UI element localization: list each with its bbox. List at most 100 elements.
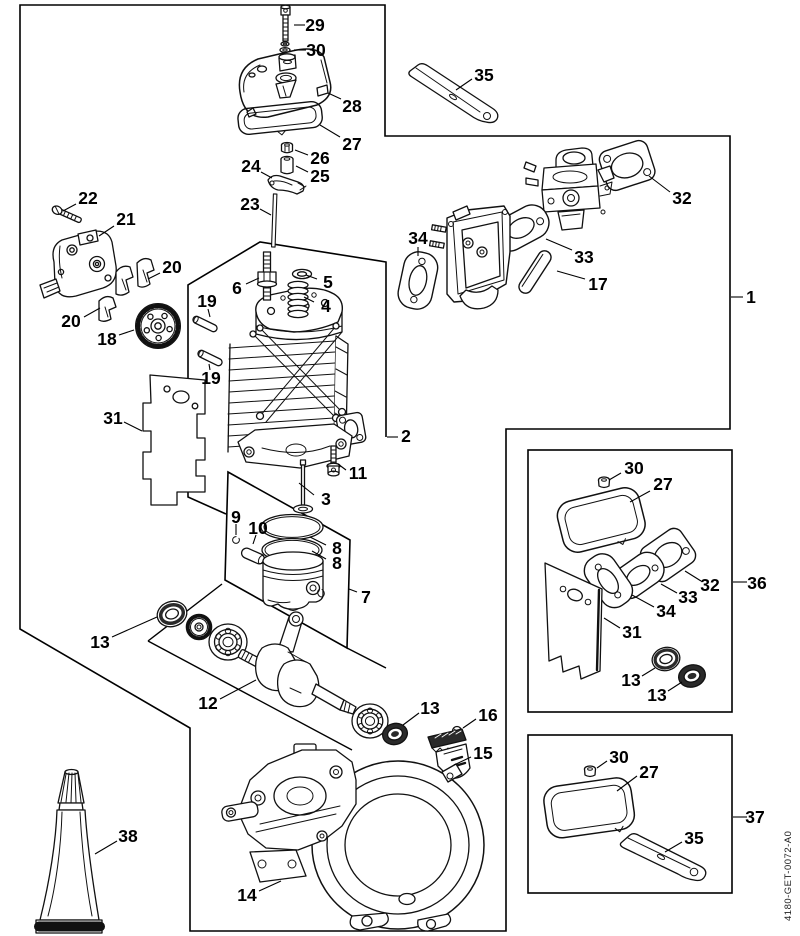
callout-33-leader (545, 238, 573, 251)
frame-main-assembly (19, 4, 731, 932)
callout-27-label: 27 (653, 474, 672, 494)
crankshaft-parts (156, 600, 471, 779)
gasket-31b-drawing (544, 562, 603, 680)
callout-15-label: 15 (473, 743, 493, 763)
callout-30-label: 30 (306, 40, 326, 60)
callout-19-leader (208, 363, 211, 371)
callout-13-label: 13 (621, 670, 641, 690)
callout-13-label: 13 (647, 685, 667, 705)
frame-gasket-set-36 (527, 449, 733, 713)
callout-35-leader (664, 841, 683, 853)
tool-35b-drawing (619, 833, 707, 882)
gasket-34a-drawing (397, 251, 439, 310)
callout-17-label: 17 (588, 274, 607, 294)
gasket-set-36-parts (544, 476, 706, 688)
callout-30-leader (596, 760, 608, 769)
callout-24-label: 24 (241, 156, 261, 176)
callout-30-label: 30 (624, 458, 644, 478)
head-gasket-27-drawing (237, 100, 323, 136)
pawl-20a-drawing (115, 265, 134, 296)
stud-6-drawing (256, 251, 278, 301)
bearing-13-right-drawing (351, 703, 389, 739)
rocker-24-drawing (267, 174, 307, 195)
callout-10-leader (252, 534, 257, 545)
callout-18-label: 18 (97, 329, 117, 349)
callout-23-label: 23 (240, 194, 260, 214)
cylinder-drawing (227, 286, 367, 469)
callout-10-label: 10 (248, 518, 268, 538)
callout-12-label: 12 (198, 693, 218, 713)
bolt-29-drawing (280, 4, 291, 42)
circlip-9-drawing (232, 536, 240, 544)
callout-14-leader (258, 880, 282, 892)
head-cover-28-drawing (238, 48, 332, 119)
retainer-5-drawing (291, 268, 313, 280)
cylinder-parts (227, 251, 367, 514)
callout-27-label: 27 (639, 762, 658, 782)
callout-30-leader (608, 472, 622, 481)
callout-31-label: 31 (622, 622, 642, 642)
callout-8-leader (309, 536, 327, 546)
callout-34-label: 34 (656, 601, 676, 621)
callout-16-leader (462, 718, 477, 729)
bushing-25-drawing (280, 155, 294, 175)
callout-13-leader (402, 712, 420, 726)
pinion-gear-drawing (185, 613, 213, 641)
callout-20-label: 20 (61, 311, 81, 331)
callout-22-label: 22 (78, 188, 98, 208)
callout-36-label: 36 (747, 573, 767, 593)
callout-32-leader (684, 570, 702, 582)
oil-seal-13d-drawing (678, 664, 706, 688)
callout-21-leader (98, 225, 115, 237)
nut-30b-drawing (597, 476, 611, 489)
gasket-27c-drawing (543, 777, 636, 839)
callout-31-label: 31 (103, 408, 123, 428)
gasket-31-drawing (142, 374, 206, 506)
rod-23-drawing (271, 193, 278, 248)
carburetor-parts (397, 63, 656, 310)
callout-19-leader (207, 308, 211, 318)
screw-22-drawing (51, 205, 82, 224)
callout-9-label: 9 (231, 507, 241, 527)
callout-26-leader (294, 149, 309, 156)
callout-32-label: 32 (672, 188, 692, 208)
sealant-tube-38-drawing (34, 768, 105, 934)
callout-20-leader (83, 307, 101, 318)
callout-34-label: 34 (408, 228, 428, 248)
callout-30-label: 30 (609, 747, 629, 767)
tool-35a-drawing (408, 63, 499, 124)
callout-35-leader (455, 78, 473, 91)
callout-24-leader (260, 171, 273, 179)
callout-15-leader (453, 756, 472, 766)
callout-38-leader (94, 840, 118, 855)
crankshaft-12-drawing (237, 611, 357, 715)
nut-26-drawing (280, 141, 294, 154)
frame-gasket-set-37 (527, 734, 733, 894)
callout-33-label: 33 (678, 587, 698, 607)
frame-crankshaft-band-top (346, 647, 387, 669)
gear-18-drawing (135, 303, 181, 349)
callout-23-leader (259, 208, 272, 216)
callout-4-label: 4 (321, 296, 331, 316)
frame-cylinder-group (187, 241, 387, 515)
frame-crankshaft-band-bottom (147, 640, 353, 751)
callout-6-label: 6 (232, 278, 242, 298)
piston-drawing (262, 551, 324, 611)
callout-20-label: 20 (162, 257, 182, 277)
callout-35-label: 35 (474, 65, 494, 85)
callout-14-label: 14 (237, 885, 257, 905)
callout-5-label: 5 (323, 272, 333, 292)
gasket-set-37-parts (543, 765, 707, 882)
callout-29-label: 29 (305, 15, 325, 35)
cylinder-head-cover-parts (237, 4, 332, 248)
oil-seal-13b-drawing (381, 722, 409, 746)
pin-19b-drawing (197, 349, 223, 367)
callout-25-label: 25 (310, 166, 330, 186)
piston-parts (232, 513, 325, 611)
callout-13-leader (667, 681, 683, 692)
callout-13-label: 13 (420, 698, 440, 718)
crankcase-14-drawing (221, 743, 485, 932)
callout-11-label: 11 (349, 463, 368, 483)
callout-13-label: 13 (90, 632, 110, 652)
